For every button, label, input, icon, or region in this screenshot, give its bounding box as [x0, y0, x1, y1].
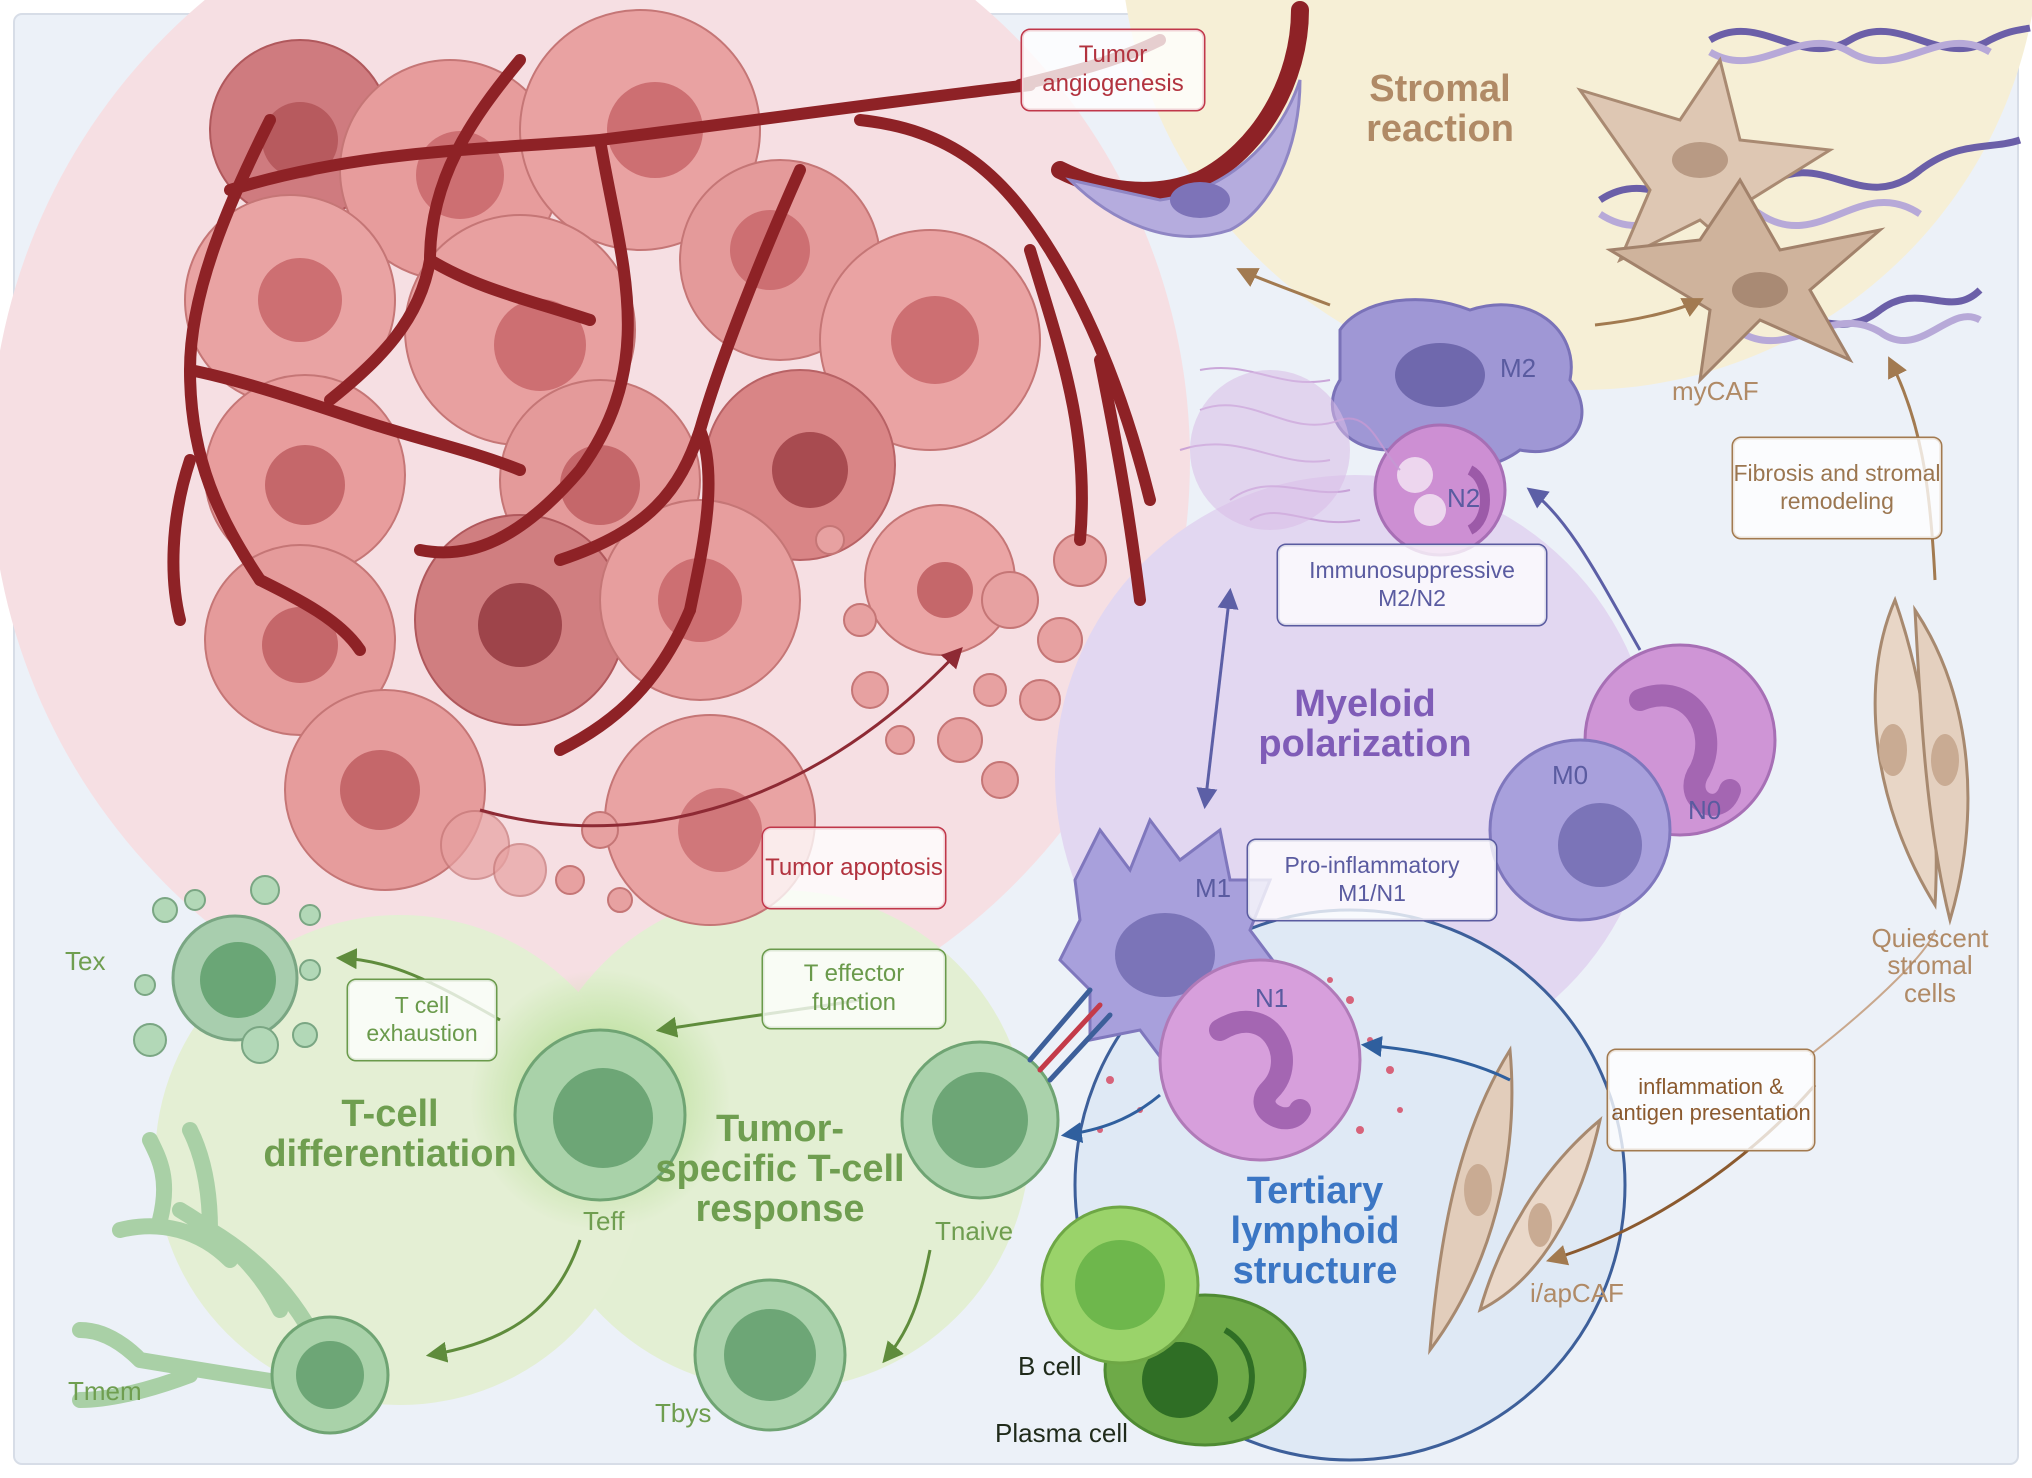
arrow-n1-to-tnaive [1060, 1093, 1161, 1144]
myeloid-polarization-title: Myeloid polarization [1258, 683, 1472, 765]
arrow-m0-to-m2 [1526, 487, 1642, 651]
inflammation-label: inflammation & antigen presentation [1608, 1050, 1814, 1150]
tumor-vasculature [167, 34, 1166, 756]
arrow-polarization-bidirectional [1196, 587, 1239, 810]
arrow-to-tbys [882, 1249, 932, 1364]
iapcaf-label: i/apCAF [1530, 1278, 1624, 1308]
m1-label: M1 [1195, 873, 1232, 903]
tumor-response-title: Tumor-specific T-cell response [655, 1108, 905, 1230]
arrow-tls-to-n1 [1360, 1036, 1511, 1082]
vessel-macrophage [1065, 79, 1302, 238]
apoptotic-bodies [440, 525, 1107, 913]
proinflammatory-label: Pro-inflammatory M1/N1 [1248, 840, 1496, 920]
n2-label: N2 [1447, 483, 1481, 513]
effector-label: T effector function [763, 950, 945, 1028]
quiescent-label: Quiescent stromal cells [1871, 923, 1989, 1008]
m0-label: M0 [1552, 760, 1589, 790]
b-cell [1040, 1205, 1200, 1365]
exhaustion-label: T cell exhaustion [348, 980, 496, 1060]
tbys-cell [693, 1278, 847, 1432]
line-quiescent [1809, 929, 1936, 1056]
tcr-mhc-interaction [1027, 987, 1113, 1083]
m0-macrophage [1488, 738, 1672, 922]
arrow-m2-to-mycaf [1594, 298, 1704, 327]
n1-label: N1 [1255, 983, 1289, 1013]
n2-neutrophil [1373, 423, 1507, 557]
iapcaf-cells [1428, 1045, 1603, 1356]
plasma-cell-label: Plasma cell [995, 1418, 1128, 1448]
tmem-label: Tmem [68, 1376, 142, 1406]
mycaf-cells [1576, 56, 1886, 385]
tcell-differentiation-title: T-cell differentiation [263, 1093, 517, 1175]
tnaive-label: Tnaive [935, 1216, 1014, 1246]
immunosuppressive-label: Immunosuppressive M2/N2 [1278, 545, 1546, 625]
tmem-cell [72, 1122, 390, 1435]
n0-label: N0 [1688, 795, 1722, 825]
arrow-to-tmem [425, 1239, 582, 1363]
n1-neutrophil [1158, 958, 1362, 1162]
tnaive-cell [900, 1040, 1060, 1200]
tumor-angiogenesis-label: Tumor angiogenesis [1022, 30, 1204, 110]
arrow-apoptosis [479, 646, 963, 828]
stromal-reaction-title: Stromal reaction [1366, 68, 1514, 150]
teff-label: Teff [583, 1206, 625, 1236]
tex-cell [133, 875, 321, 1064]
tumor-cells [184, 9, 1041, 926]
tex-label: Tex [65, 946, 106, 976]
m2-macrophage [1330, 298, 1584, 471]
bcell-label: B cell [1018, 1351, 1082, 1381]
mycaf-label: myCAF [1672, 376, 1759, 406]
quiescent-stromal-cells [1873, 595, 1970, 926]
tls-title: Tertiary lymphoid structure [1230, 1170, 1400, 1292]
tumor-apoptosis-label: Tumor apoptosis [763, 828, 945, 908]
net-cloud [1190, 370, 1350, 530]
m2-label: M2 [1500, 353, 1537, 383]
vessel-macrophage-nucleus [1170, 182, 1230, 218]
fibrosis-label: Fibrosis and stromal remodeling [1733, 438, 1941, 538]
teff-cell [513, 1028, 687, 1202]
tbys-label: Tbys [655, 1398, 712, 1428]
arrow-m2-to-stromal [1236, 268, 1331, 307]
